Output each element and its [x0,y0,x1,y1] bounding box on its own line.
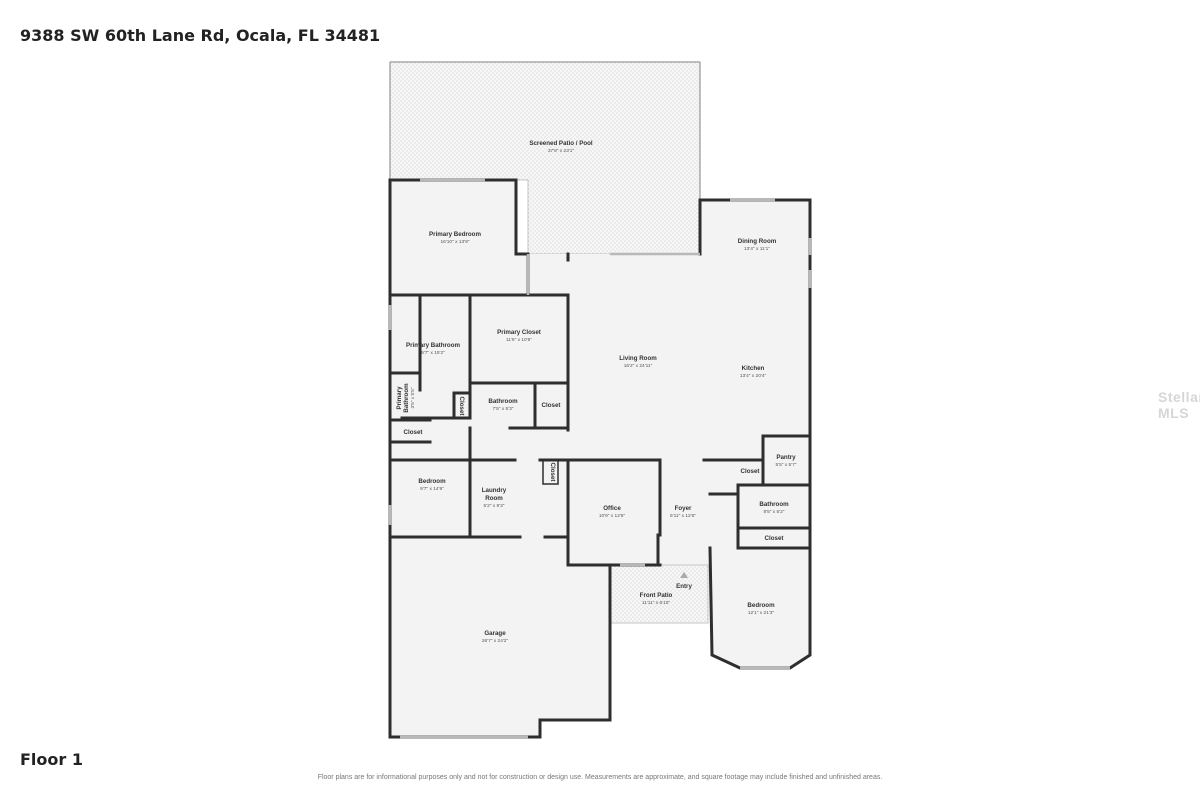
label-closet-right: Closet [765,535,784,542]
label-closet-primary-bath: Closet [458,397,465,416]
label-primary-bathroom: Primary Bathroom [406,342,460,349]
dim-office: 10'9" x 12'6" [599,513,626,519]
floor-label: Floor 1 [20,750,83,769]
label-closet-left: Closet [404,429,423,436]
label-garage: Garage [484,630,506,637]
dim-patio-pool: 37'8" x 23'1" [548,148,575,154]
dim-front-patio: 11'11" x 6'10" [642,600,671,606]
disclaimer-text: Floor plans are for informational purpos… [317,774,883,781]
dim-bathroom-right: 8'5" x 5'2" [764,509,785,515]
label-laundry-1: Laundry [482,487,507,494]
label-laundry-2: Room [485,495,503,502]
dim-foyer: 5'11" x 12'6" [670,513,696,519]
watermark-logo: Stellar MLS [1158,389,1200,421]
dim-bedroom-left: 9'7" x 14'9" [420,486,444,492]
dim-primary-bathroom: 9'7" x 15'2" [421,350,445,356]
label-office: Office [603,505,621,512]
dim-bathroom-hall: 7'5" x 5'3" [493,406,514,412]
label-closet-laundry: Closet [549,463,556,482]
label-bedroom-left: Bedroom [418,478,446,485]
label-primary-closet: Primary Closet [497,329,541,336]
dim-living-room: 16'2" x 24'11" [624,363,653,369]
label-closet-kitchen: Closet [741,468,760,475]
label-primary-bathroom-small-1: Primary [396,386,403,410]
label-bathroom-hall: Bathroom [488,398,518,405]
label-bedroom-right: Bedroom [747,602,775,609]
label-closet-hall: Closet [542,402,561,409]
dim-primary-bedroom: 16'10" x 13'9" [441,239,470,245]
label-living-room: Living Room [619,355,657,362]
label-patio-pool: Screened Patio / Pool [529,140,593,147]
label-primary-bathroom-small-2: Bathroom [403,383,410,413]
entry-arrow-icon [680,572,688,578]
property-address: 9388 SW 60th Lane Rd, Ocala, FL 34481 [20,26,381,45]
label-bathroom-right: Bathroom [759,501,789,508]
patio-pool-area [389,61,701,255]
dim-laundry: 5'2" x 9'3" [484,503,505,509]
dim-kitchen: 13'4" x 20'4" [740,373,767,379]
dim-primary-closet: 11'6" x 10'5" [506,337,532,343]
windows [388,178,812,739]
dim-bedroom-right: 12'1" x 21'3" [748,610,775,616]
label-pantry: Pantry [776,454,796,461]
label-foyer: Foyer [675,505,692,512]
dim-primary-bathroom-small: 3'5" x 5'5" [410,387,416,408]
front-patio-area [609,564,709,624]
dim-garage: 26'7" x 24'2" [482,638,509,644]
interior-walls [388,252,812,567]
dim-dining-room: 13'4" x 11'1" [744,246,770,252]
dim-pantry: 5'5" x 5'7" [776,462,797,468]
label-front-patio: Front Patio [640,592,673,599]
label-primary-bedroom: Primary Bedroom [429,231,481,238]
label-dining-room: Dining Room [738,238,777,245]
label-entry: Entry [676,583,692,590]
label-kitchen: Kitchen [742,365,765,372]
